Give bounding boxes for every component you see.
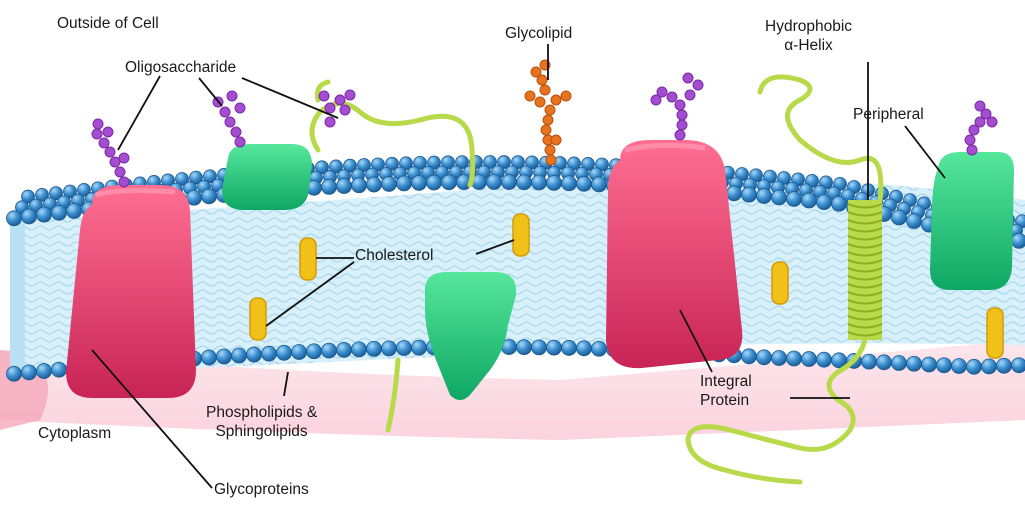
- phospholipid-head: [742, 187, 757, 202]
- phospholipid-head: [52, 362, 67, 377]
- label-peripheral: Peripheral: [853, 105, 924, 124]
- peripheral-protein-right: [930, 152, 1014, 290]
- phospholipid-head: [577, 176, 592, 191]
- phospholipid-head: [742, 349, 757, 364]
- glycoprotein-left: [66, 185, 196, 398]
- phospholipid-head: [562, 176, 577, 191]
- phospholipid-head: [397, 341, 412, 356]
- phospholipid-head: [907, 356, 922, 371]
- phospholipid-head: [532, 340, 547, 355]
- phospholipid-head: [322, 343, 337, 358]
- phospholipid-head: [787, 351, 802, 366]
- phospholipid-head: [532, 175, 547, 190]
- phospholipid-head: [802, 193, 817, 208]
- phospholipid-head: [922, 357, 937, 372]
- phospholipid-head: [1012, 233, 1025, 248]
- phospholipid-head: [367, 177, 382, 192]
- phospholipid-head: [832, 196, 847, 211]
- phospholipid-head: [937, 358, 952, 373]
- phospholipid-head: [247, 347, 262, 362]
- phospholipid-head: [772, 190, 787, 205]
- label-cholesterol: Cholesterol: [355, 246, 433, 265]
- phospholipid-head: [382, 176, 397, 191]
- phospholipid-head: [982, 359, 997, 374]
- label-glycolipid: Glycolipid: [505, 24, 572, 43]
- label-glycoproteins: Glycoproteins: [214, 480, 309, 499]
- phospholipid-head: [352, 342, 367, 357]
- phospholipid-head: [22, 365, 37, 380]
- phospholipid-head: [37, 364, 52, 379]
- phospholipid-head: [547, 340, 562, 355]
- phospholipid-head: [412, 175, 427, 190]
- phospholipid-head: [892, 356, 907, 371]
- label-integral-protein: Integral Protein: [700, 372, 752, 410]
- phospholipid-head: [862, 354, 877, 369]
- phospholipid-head: [367, 341, 382, 356]
- label-hydrophobic-alpha-helix: Hydrophobic α-Helix: [765, 17, 852, 55]
- phospholipid-head: [562, 340, 577, 355]
- phospholipid-head: [907, 214, 922, 229]
- label-phospholipids-sphingolipids: Phospholipids & Sphingolipids: [206, 403, 317, 441]
- phospholipid-head: [412, 340, 427, 355]
- phospholipid-head: [427, 175, 442, 190]
- phospholipid-head: [337, 179, 352, 194]
- phospholipid-head: [817, 195, 832, 210]
- phospholipid-head: [517, 340, 532, 355]
- label-outside-of-cell: Outside of Cell: [57, 14, 159, 33]
- phospholipid-head: [22, 209, 37, 224]
- phospholipid-head: [202, 189, 217, 204]
- phospholipid-head: [7, 366, 22, 381]
- phospholipid-head: [52, 205, 67, 220]
- phospholipid-head: [727, 186, 742, 201]
- phospholipid-head: [877, 355, 892, 370]
- phospholipid-head: [277, 345, 292, 360]
- phospholipid-head: [67, 204, 82, 219]
- phospholipid-head: [1012, 358, 1025, 373]
- phospholipid-head: [817, 352, 832, 367]
- phospholipid-head: [217, 349, 232, 364]
- phospholipid-head: [997, 358, 1012, 373]
- bilayer-left-face: [10, 220, 25, 375]
- phospholipid-head: [352, 178, 367, 193]
- phospholipid-head: [952, 359, 967, 374]
- phospholipid-head: [7, 211, 22, 226]
- label-cytoplasm: Cytoplasm: [38, 424, 111, 443]
- phospholipid-head: [517, 175, 532, 190]
- phospholipid-head: [397, 176, 412, 191]
- phospholipid-head: [757, 189, 772, 204]
- phospholipid-head: [577, 341, 592, 356]
- phospholipid-head: [802, 352, 817, 367]
- phospholipid-head: [202, 350, 217, 365]
- phospholipid-head: [337, 342, 352, 357]
- phospholipid-head: [487, 175, 502, 190]
- phospholipid-head: [382, 341, 397, 356]
- phospholipid-head: [757, 350, 772, 365]
- phospholipid-head: [307, 344, 322, 359]
- phospholipid-head: [502, 175, 517, 190]
- phospholipid-head: [292, 345, 307, 360]
- integral-protein-right: [606, 140, 742, 368]
- label-oligosaccharide: Oligosaccharide: [125, 58, 236, 77]
- phospholipid-head: [232, 348, 247, 363]
- phospholipid-head: [787, 191, 802, 206]
- phospholipid-head: [37, 207, 52, 222]
- phospholipid-head: [892, 210, 907, 225]
- phospholipid-head: [772, 351, 787, 366]
- phospholipid-head: [967, 359, 982, 374]
- peripheral-protein-top-left: [222, 144, 312, 210]
- phospholipid-head: [442, 175, 457, 190]
- phospholipid-head: [547, 175, 562, 190]
- phospholipid-head: [262, 346, 277, 361]
- phospholipid-head: [592, 177, 607, 192]
- phospholipid-head: [322, 179, 337, 194]
- phospholipid-head: [592, 341, 607, 356]
